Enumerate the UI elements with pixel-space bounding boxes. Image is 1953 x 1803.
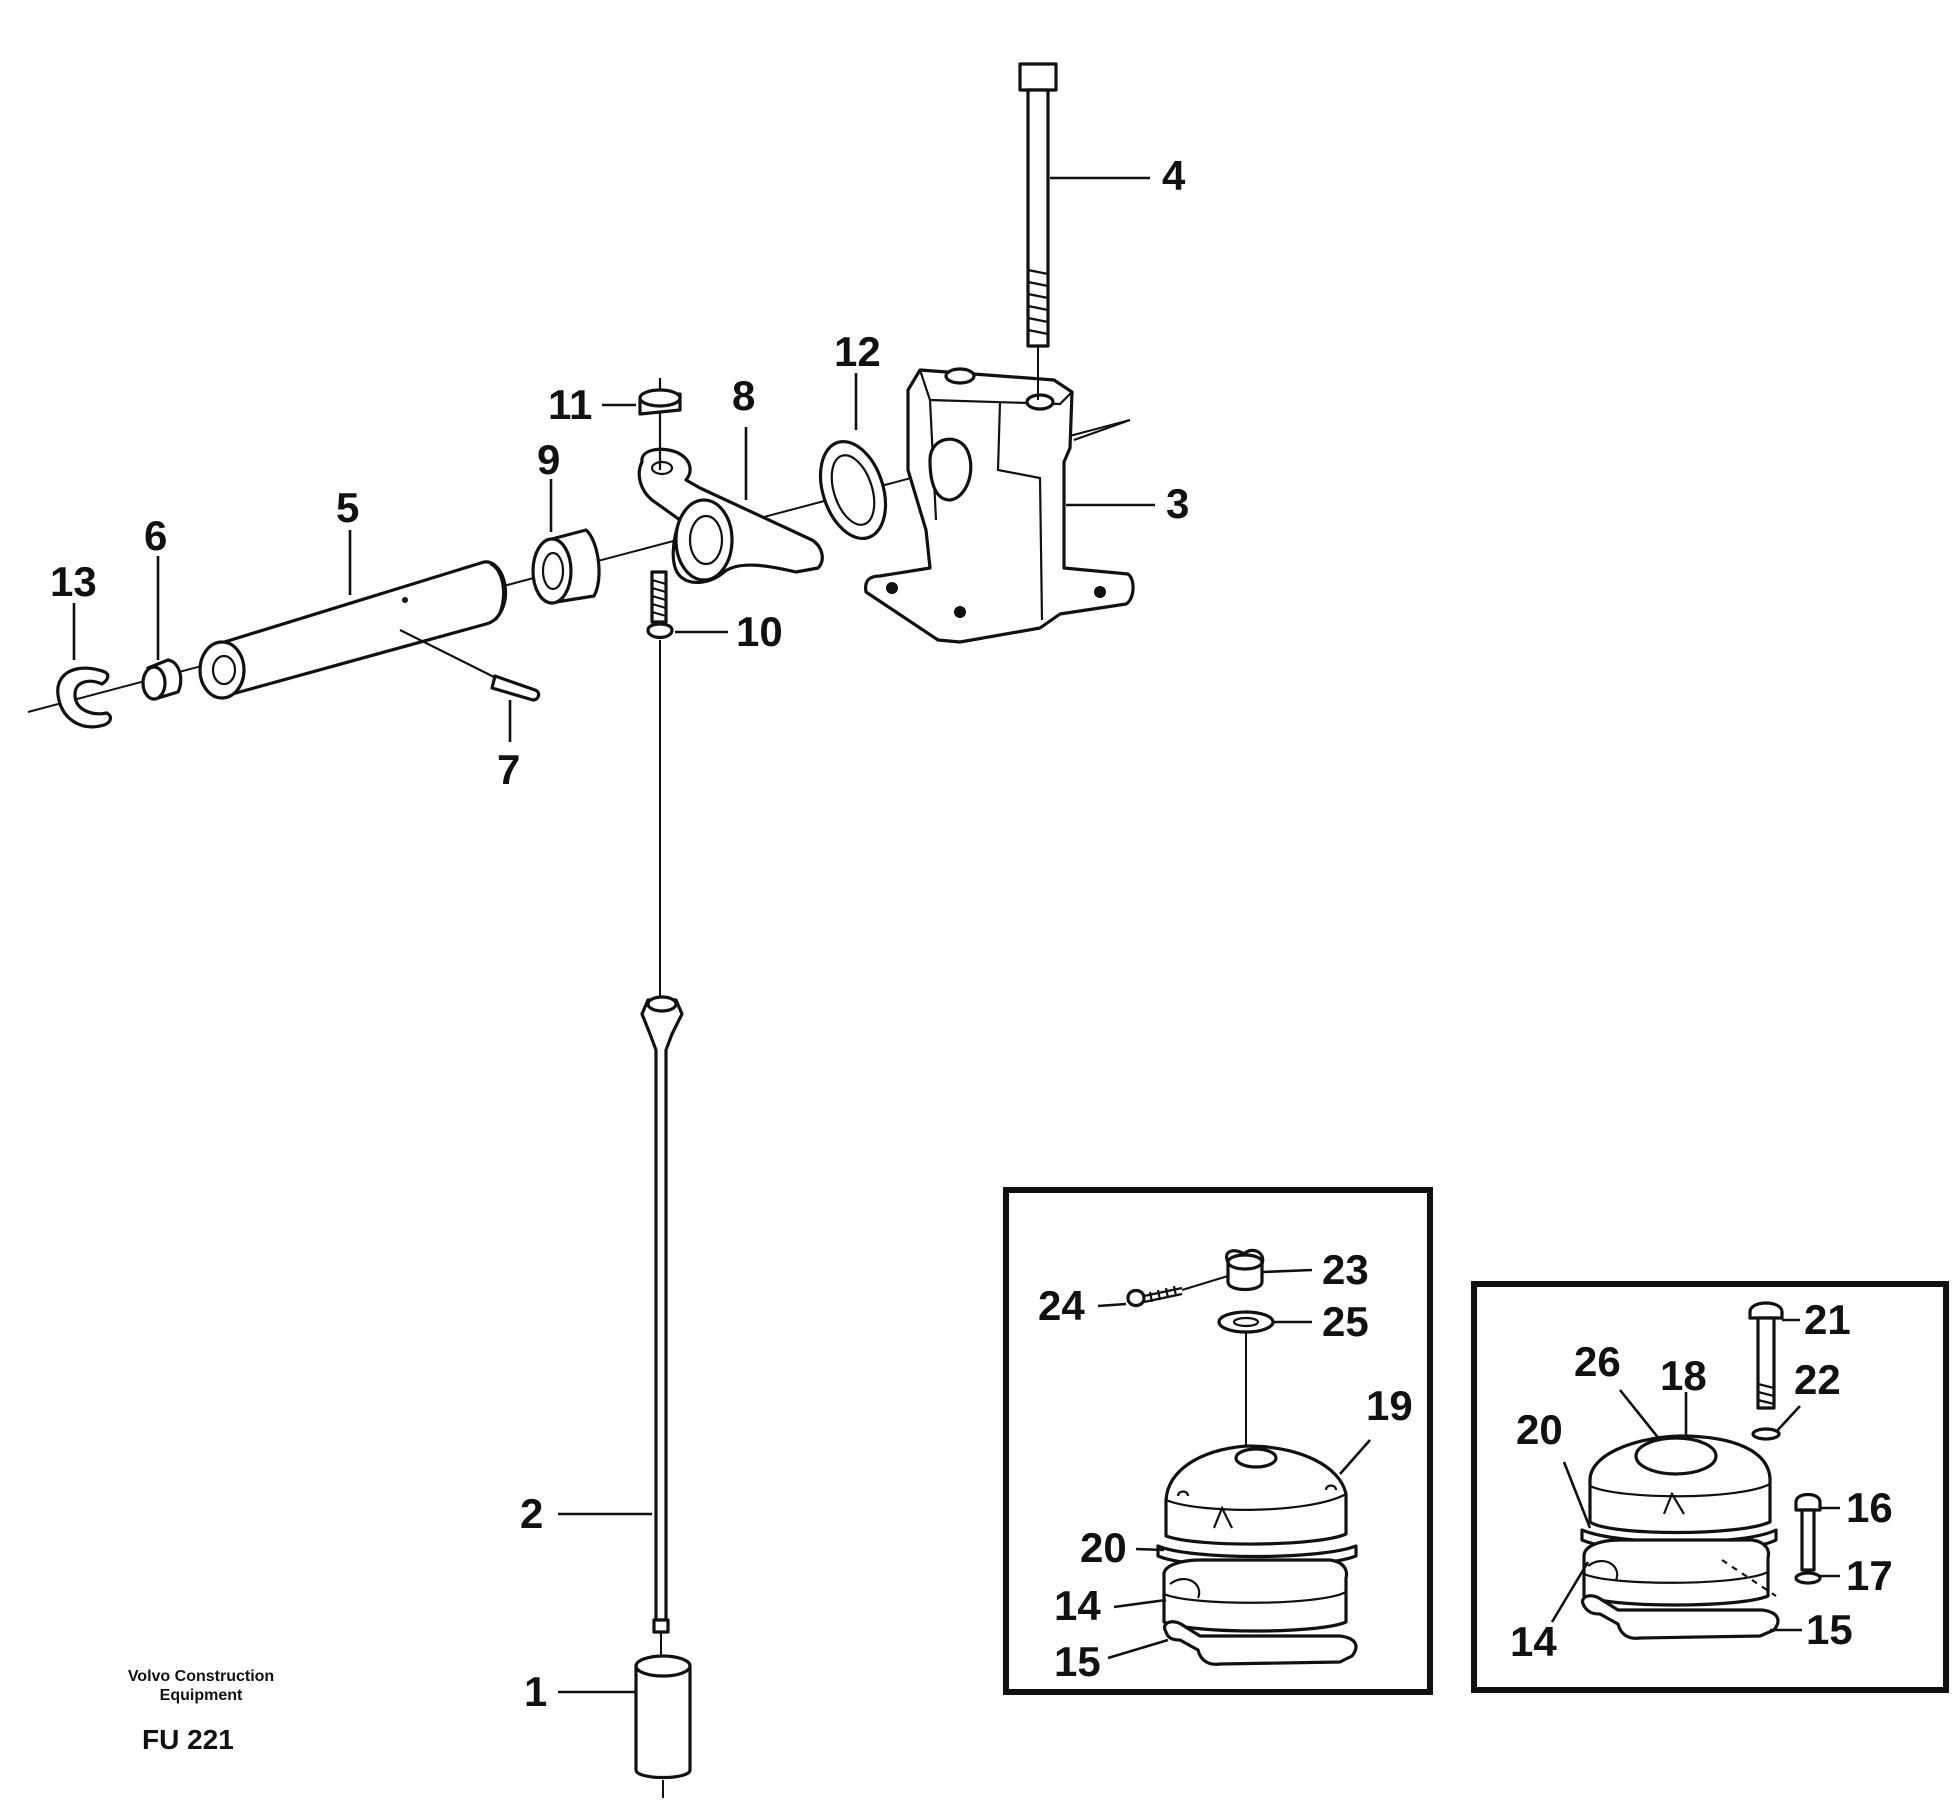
callout-10: 10 [736, 608, 783, 655]
inset-b-callout-14: 14 [1510, 1618, 1557, 1665]
rocker-bracket-part-3 [864, 367, 1135, 644]
inset-b-callout-16: 16 [1846, 1484, 1893, 1531]
callout-12: 12 [834, 328, 881, 375]
push-rod-part-2 [640, 995, 684, 1660]
inset-b-callout-20: 20 [1516, 1406, 1563, 1453]
inset-a-cover [1126, 1248, 1358, 1666]
callout-7: 7 [497, 746, 520, 793]
ring-part-6 [141, 658, 183, 701]
circlip-part-13 [56, 666, 112, 729]
inset-b-callout-18: 18 [1660, 1352, 1707, 1399]
rocker-arm-part-8 [637, 447, 824, 584]
seal-ring-part-12 [818, 439, 888, 541]
bolt-part-4 [1018, 62, 1058, 400]
inset-a-callout-20: 20 [1080, 1524, 1127, 1571]
callout-2: 2 [520, 1490, 543, 1537]
inset-a-callout-23: 23 [1322, 1246, 1369, 1293]
inset-b-cover [1580, 1301, 1822, 1640]
callout-9: 9 [537, 436, 560, 483]
callout-5: 5 [336, 484, 359, 531]
inset-b-callout-21: 21 [1804, 1296, 1851, 1343]
inset-b-callout-26: 26 [1574, 1338, 1621, 1385]
leader-lines [72, 176, 1155, 1694]
brand-line-2: Equipment [159, 1687, 243, 1704]
callout-3: 3 [1166, 480, 1189, 527]
shaft-part-5 [198, 560, 508, 700]
inset-panel-a: 24 23 25 19 20 14 15 [1003, 1187, 1433, 1695]
tappet-part-1 [634, 1654, 692, 1798]
inset-b-callout-15: 15 [1806, 1606, 1853, 1653]
callout-1: 1 [524, 1668, 547, 1715]
inset-a-callout-24: 24 [1038, 1282, 1085, 1329]
inset-b-callout-17: 17 [1846, 1552, 1893, 1599]
main-callouts: 4 3 8 12 11 9 5 6 13 10 7 2 1 [50, 152, 1189, 1715]
callout-8: 8 [732, 372, 755, 419]
brand-label: Volvo Construction Equipment [106, 1667, 296, 1705]
nut-part-11 [638, 378, 682, 470]
pin-part-7 [399, 629, 541, 702]
inset-a-callout-19: 19 [1366, 1382, 1413, 1429]
bushing-part-9 [531, 528, 601, 605]
callout-4: 4 [1162, 152, 1186, 199]
figure-code: FU 221 [142, 1724, 234, 1755]
inset-panel-b: 21 22 26 18 20 16 17 14 15 [1471, 1281, 1949, 1693]
adjusting-screw-part-10 [646, 570, 674, 1000]
inset-a-callout-14: 14 [1054, 1582, 1101, 1629]
inset-a-callout-15: 15 [1054, 1638, 1101, 1685]
inset-b-callout-22: 22 [1794, 1356, 1841, 1403]
inset-a-callout-25: 25 [1322, 1298, 1369, 1345]
callout-13: 13 [50, 558, 97, 605]
brand-line-1: Volvo Construction [127, 1668, 275, 1685]
callout-11: 11 [548, 381, 592, 428]
callout-6: 6 [144, 512, 167, 559]
